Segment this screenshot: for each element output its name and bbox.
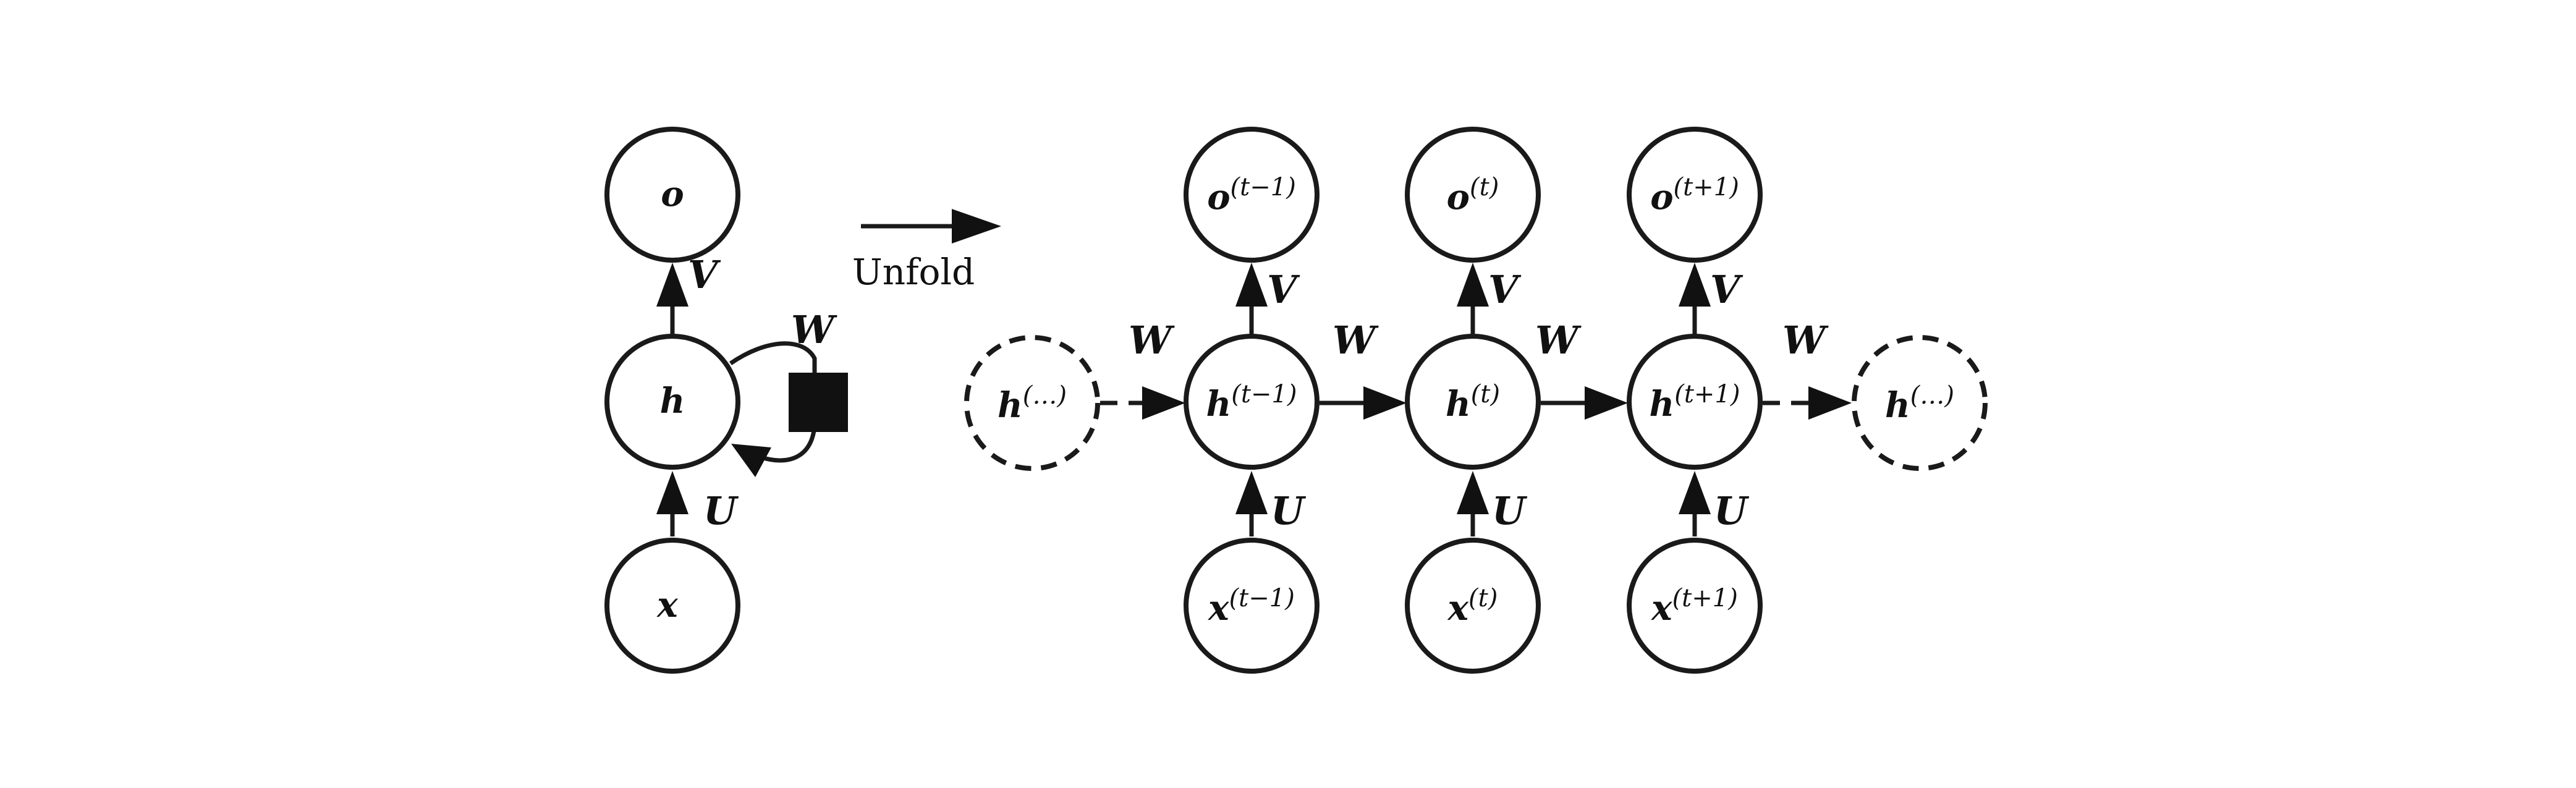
node-x-2 <box>1627 538 1763 674</box>
node-label-h-0: h(t−1) <box>1206 380 1297 425</box>
unfolded-label-W-1: W <box>1332 318 1379 363</box>
node-o-2 <box>1627 127 1763 263</box>
label-x-sup-2: (t+1) <box>1672 584 1738 612</box>
label-o-base-1: o <box>1447 177 1470 218</box>
unfolded-label-W-3: W <box>1782 318 1829 363</box>
unfolded-label-W-2: W <box>1535 318 1582 363</box>
node-label-x-2: x(t+1) <box>1651 584 1738 629</box>
label-x-base-1: x <box>1447 588 1469 629</box>
label-o-base-2: o <box>1650 177 1673 218</box>
label-x-sup-0: (t−1) <box>1229 584 1295 612</box>
unfold-arrow: Unfold <box>852 209 1001 293</box>
folded-label-V: V <box>688 252 721 297</box>
step-column-1: o(t) h(t) x(t) V U <box>1405 127 1541 674</box>
unfold-label: Unfold <box>852 251 975 293</box>
label-o-sup-1: (t) <box>1470 173 1499 201</box>
delay-square <box>789 373 848 432</box>
node-h-1 <box>1405 334 1541 470</box>
arrowhead-h1-h2 <box>1585 386 1628 420</box>
unfolded-label-U-0: U <box>1271 488 1307 533</box>
folded-label-U: U <box>703 488 739 533</box>
node-o-1 <box>1405 127 1541 263</box>
label-h-dots-right-sup: (…) <box>1910 381 1954 410</box>
node-label-x-1: x(t) <box>1447 584 1498 629</box>
arrowhead-h2-hdots <box>1808 386 1852 420</box>
unfold-arrowhead <box>952 209 1001 244</box>
folded-arrowhead-x-h <box>656 471 688 514</box>
node-o-0 <box>1184 127 1320 263</box>
folded-arrowhead-h-o <box>656 263 688 307</box>
node-x-0 <box>1184 538 1320 674</box>
label-o-sup-0: (t−1) <box>1231 173 1296 201</box>
arrowhead-h0-h1 <box>1363 386 1407 420</box>
label-h-base-0: h <box>1206 384 1232 425</box>
node-label-h-dots-left: h(…) <box>998 381 1067 426</box>
unfolded-rnn: W W W W o(t−1) h(t−1) x(t−1) V U <box>964 127 1988 674</box>
label-o-sup-2: (t+1) <box>1674 173 1739 201</box>
folded-rnn: o h x V W U <box>604 127 848 674</box>
node-label-h-1: h(t) <box>1446 380 1500 425</box>
node-label-h-2: h(t+1) <box>1650 380 1740 425</box>
arrowhead-x-h-2 <box>1679 471 1711 514</box>
label-h-sup-2: (t+1) <box>1674 380 1740 409</box>
label-x-base-0: x <box>1208 588 1229 629</box>
node-h-2 <box>1627 334 1763 470</box>
label-x-sup-1: (t) <box>1468 584 1498 612</box>
node-h-0 <box>1184 334 1320 470</box>
node-h-dots-right <box>1852 335 1988 471</box>
folded-label-o: o <box>661 174 684 214</box>
label-h-base-1: h <box>1446 384 1471 425</box>
unfolded-label-U-2: U <box>1714 488 1750 533</box>
node-label-o-1: o(t) <box>1447 173 1499 218</box>
label-x-base-2: x <box>1651 588 1672 629</box>
node-h-dots-left <box>964 335 1100 471</box>
arrowhead-hdots-h0 <box>1142 386 1185 420</box>
folded-arrowhead-loop <box>731 444 771 477</box>
unfolded-label-U-1: U <box>1492 488 1528 533</box>
folded-label-W: W <box>791 307 837 352</box>
label-h-dots-left-base: h <box>998 385 1023 426</box>
label-h-dots-right-base: h <box>1885 385 1910 426</box>
label-h-base-2: h <box>1650 384 1675 425</box>
label-h-sup-0: (t−1) <box>1231 380 1297 409</box>
arrowhead-h-o-0 <box>1235 263 1268 307</box>
arrowhead-x-h-1 <box>1457 471 1489 514</box>
arrowhead-h-o-1 <box>1457 263 1489 307</box>
folded-recurrent-loop <box>729 341 817 463</box>
folded-label-x: x <box>656 585 678 625</box>
unfolded-label-W-0: W <box>1129 318 1175 363</box>
node-label-o-2: o(t+1) <box>1650 173 1739 218</box>
unfolded-label-V-1: V <box>1488 267 1522 312</box>
arrowhead-x-h-0 <box>1235 471 1268 514</box>
label-h-sup-1: (t) <box>1471 380 1500 409</box>
node-label-x-0: x(t−1) <box>1208 584 1295 629</box>
node-label-o-0: o(t−1) <box>1207 173 1296 218</box>
folded-node-x <box>604 538 740 674</box>
step-column-0: o(t−1) h(t−1) x(t−1) V U <box>1184 127 1320 674</box>
folded-node-h <box>604 334 740 470</box>
unfolded-label-V-0: V <box>1267 267 1300 312</box>
arrowhead-h-o-2 <box>1679 263 1711 307</box>
folded-label-h: h <box>660 381 685 422</box>
step-column-2: o(t+1) h(t+1) x(t+1) V U <box>1627 127 1763 674</box>
node-label-h-dots-right: h(…) <box>1885 381 1954 426</box>
folded-node-o <box>604 127 740 263</box>
label-o-base-0: o <box>1207 177 1230 218</box>
label-h-dots-left-sup: (…) <box>1023 381 1067 410</box>
node-x-1 <box>1405 538 1541 674</box>
unfolded-label-V-2: V <box>1710 267 1743 312</box>
